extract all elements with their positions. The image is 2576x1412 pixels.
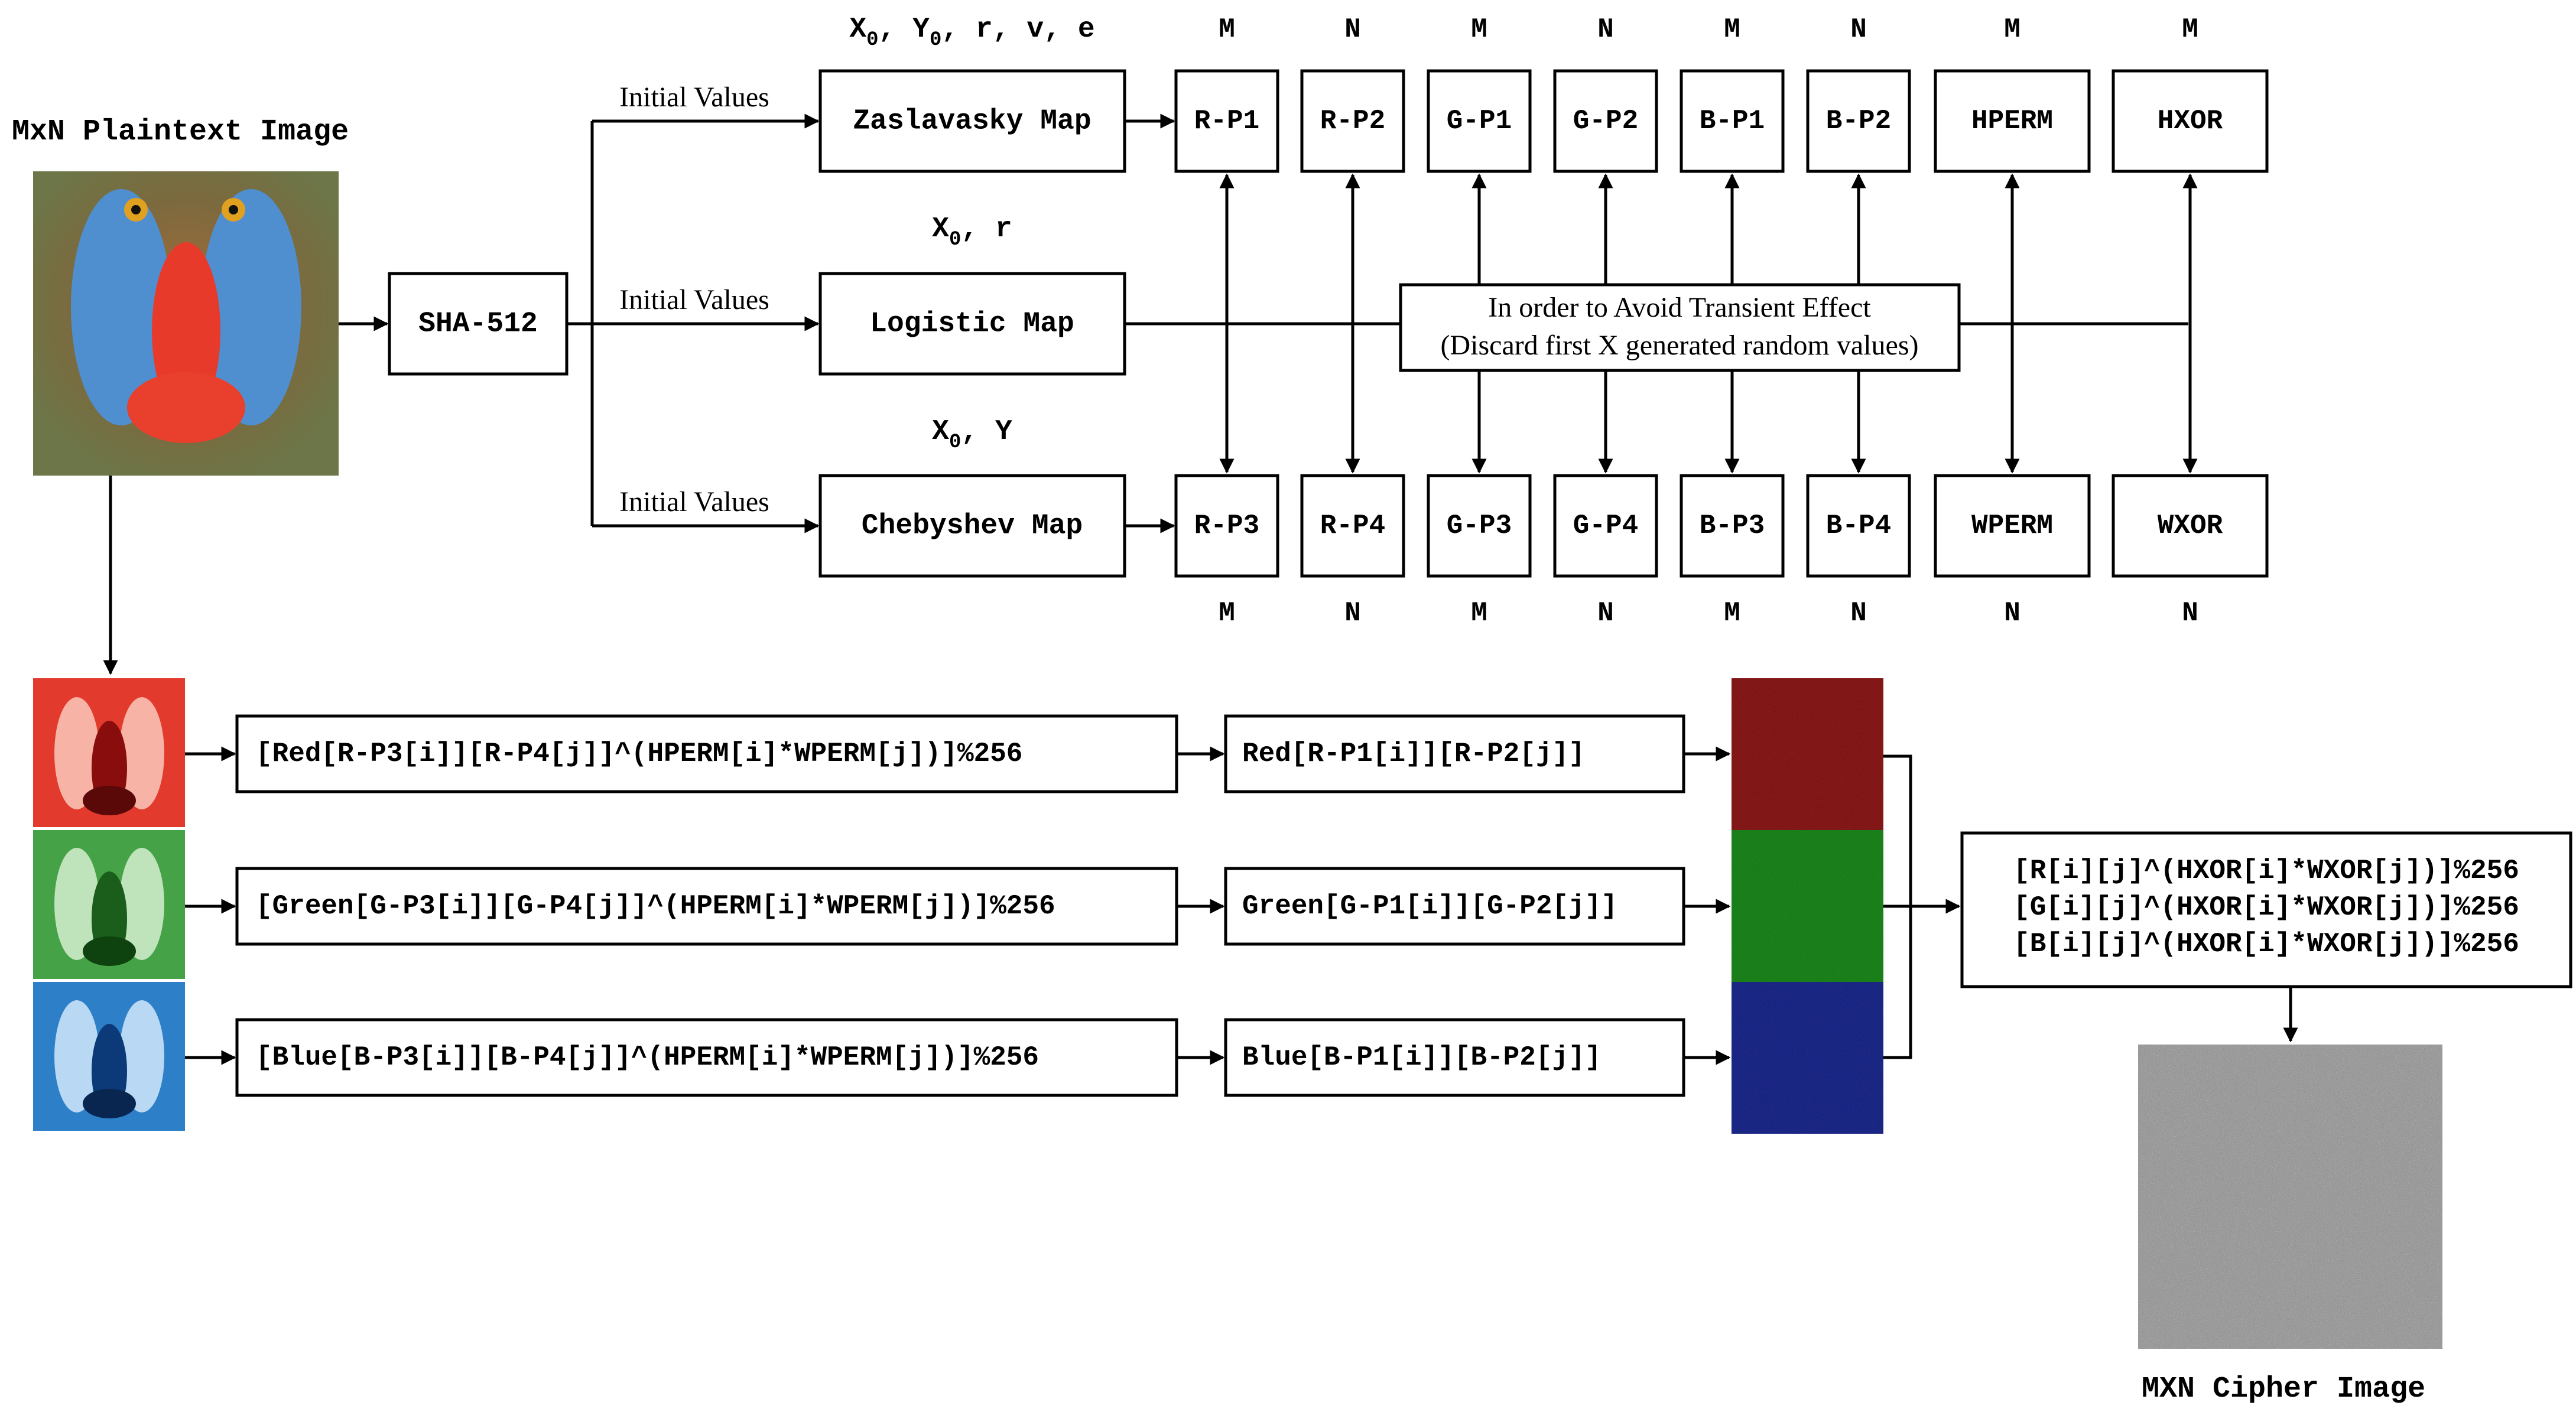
channel-rows: [Red[R-P3[i]][R-P4[j]]^(HPERM[i]*WPERM[j… — [185, 714, 1731, 1097]
seq-box-g-p3 — [1427, 474, 1532, 578]
seq-label-r-p4: R-P4 — [1320, 510, 1385, 541]
seq-label-b-p4: B-P4 — [1826, 510, 1891, 541]
seq-label-r-p2: R-P2 — [1320, 106, 1385, 136]
seq-dim-b-p3: M — [1724, 598, 1740, 629]
seq-box-g-p4 — [1553, 474, 1658, 578]
seq-dim-b-p1: M — [1724, 14, 1740, 45]
seq-box-r-p3 — [1174, 474, 1279, 578]
seq-dim-hxor: M — [2182, 14, 2198, 45]
sha512-label: SHA-512 — [418, 308, 538, 340]
seq-box-b-p2 — [1806, 69, 1911, 173]
zaslavasky-map-box — [818, 69, 1126, 173]
seq-dim-r-p4: N — [1344, 598, 1361, 629]
transient-note-line1: In order to Avoid Transient Effect — [1488, 292, 1871, 323]
seq-box-hperm — [1934, 69, 2091, 173]
logistic-map-label: Logistic Map — [870, 308, 1074, 340]
seq-label-b-p3: B-P3 — [1700, 510, 1765, 541]
xor-formula-b: [B[i][j]^(HXOR[i]*WXOR[j])]%256 — [2013, 929, 2519, 959]
cipher-title: MXN Cipher Image — [2142, 1372, 2425, 1406]
green-formula-text: [Green[G-P3[i]][G-P4[j]]^(HPERM[i]*WPERM… — [256, 891, 1055, 922]
seq-box-r-p2 — [1300, 69, 1405, 173]
seq-box-wxor — [2112, 474, 2269, 578]
green-channel-image — [33, 830, 185, 979]
seq-dim-g-p3: M — [1471, 598, 1487, 629]
seq-box-r-p4 — [1300, 474, 1405, 578]
seq-box-r-p1 — [1174, 69, 1279, 173]
seq-label-wxor: WXOR — [2158, 510, 2223, 541]
top-sequence-row: R-P1 M R-P2 N G-P1 M G-P2 N B-P1 M B-P2 N HPERM M HXOR… — [1174, 14, 2269, 173]
seq-label-b-p2: B-P2 — [1826, 106, 1891, 136]
seq-label-b-p1: B-P1 — [1700, 106, 1765, 136]
blue-channel-image — [33, 982, 185, 1131]
green-formula-box — [235, 867, 1178, 946]
seq-dim-b-p4: N — [1850, 598, 1867, 629]
seq-dim-r-p2: N — [1344, 14, 1361, 45]
seq-label-hxor: HXOR — [2158, 106, 2223, 136]
scrambled-noise-overlay — [1732, 678, 1883, 1134]
plaintext-image — [33, 171, 339, 476]
seq-dim-hperm: M — [2004, 14, 2020, 45]
seq-box-g-p1 — [1427, 69, 1532, 173]
red-formula-text: [Red[R-P3[i]][R-P4[j]]^(HPERM[i]*WPERM[j… — [256, 738, 1022, 769]
red-perm-text: Red[R-P1[i]][R-P2[j]] — [1242, 738, 1585, 769]
seq-dim-wxor: N — [2182, 598, 2198, 629]
seq-dim-g-p4: N — [1597, 598, 1614, 629]
xor-formula-r: [R[i][j]^(HXOR[i]*WXOR[j])]%256 — [2013, 855, 2519, 886]
blue-formula-text: [Blue[B-P3[i]][B-P4[j]]^(HPERM[i]*WPERM[… — [256, 1042, 1039, 1073]
chebyshev-map-label: Chebyshev Map — [862, 510, 1083, 542]
zaslavasky-params: X0, Y0, r, v, e — [849, 14, 1094, 51]
seq-box-b-p4 — [1806, 474, 1911, 578]
blue-formula-box — [235, 1018, 1178, 1097]
seq-label-g-p4: G-P4 — [1573, 510, 1638, 541]
chebyshev-map-box — [818, 474, 1126, 578]
seq-label-r-p3: R-P3 — [1194, 510, 1259, 541]
zaslavasky-map-label: Zaslavasky Map — [853, 106, 1091, 138]
cipher-image — [2138, 1045, 2442, 1349]
seq-label-r-p1: R-P1 — [1194, 106, 1259, 136]
seq-dim-g-p2: N — [1597, 14, 1614, 45]
transient-note-line2: (Discard first X generated random values… — [1440, 330, 1918, 361]
bottom-sequence-row: R-P3M R-P4N G-P3M G-P4N B-P3M B-P4N WPERM N WXOR… — [1174, 474, 2269, 629]
seq-label-g-p2: G-P2 — [1573, 106, 1638, 136]
seq-dim-r-p3: M — [1219, 598, 1235, 629]
seq-label-g-p1: G-P1 — [1447, 106, 1512, 136]
xor-formula-g: [G[i][j]^(HXOR[i]*WXOR[j])]%256 — [2013, 892, 2519, 923]
sequence-connectors — [1219, 173, 2198, 474]
plaintext-title: MxN Plaintext Image — [12, 115, 349, 149]
seq-box-b-p1 — [1680, 69, 1785, 173]
logistic-map-box — [818, 272, 1126, 376]
seq-box-hxor — [2112, 69, 2269, 173]
initial-values-label-2: Initial Values — [619, 284, 769, 315]
sha512-box — [388, 272, 569, 376]
initial-values-label-1: Initial Values — [619, 82, 769, 113]
blue-perm-text: Blue[B-P1[i]][B-P2[j]] — [1242, 1042, 1601, 1073]
transient-note-box — [1399, 283, 1961, 372]
red-perm-box — [1224, 714, 1685, 793]
blue-perm-box — [1224, 1018, 1685, 1097]
xor-formula-box — [1960, 831, 2572, 988]
seq-box-wperm — [1934, 474, 2091, 578]
red-channel-image — [33, 678, 185, 827]
seq-label-g-p3: G-P3 — [1447, 510, 1512, 541]
logistic-params: X0, r — [932, 213, 1012, 251]
seq-label-hperm: HPERM — [1971, 106, 2053, 136]
seq-box-g-p2 — [1553, 69, 1658, 173]
seq-dim-b-p2: N — [1850, 14, 1867, 45]
red-formula-box — [235, 714, 1178, 793]
seq-dim-r-p1: M — [1219, 14, 1235, 45]
seq-dim-wperm: N — [2004, 598, 2020, 629]
seq-dim-g-p1: M — [1471, 14, 1487, 45]
seq-box-b-p3 — [1680, 474, 1785, 578]
green-perm-text: Green[G-P1[i]][G-P2[j]] — [1242, 891, 1617, 922]
initial-values-label-3: Initial Values — [619, 486, 769, 518]
chebyshev-params: X0, Y — [932, 416, 1012, 454]
seq-label-wperm: WPERM — [1971, 510, 2053, 541]
